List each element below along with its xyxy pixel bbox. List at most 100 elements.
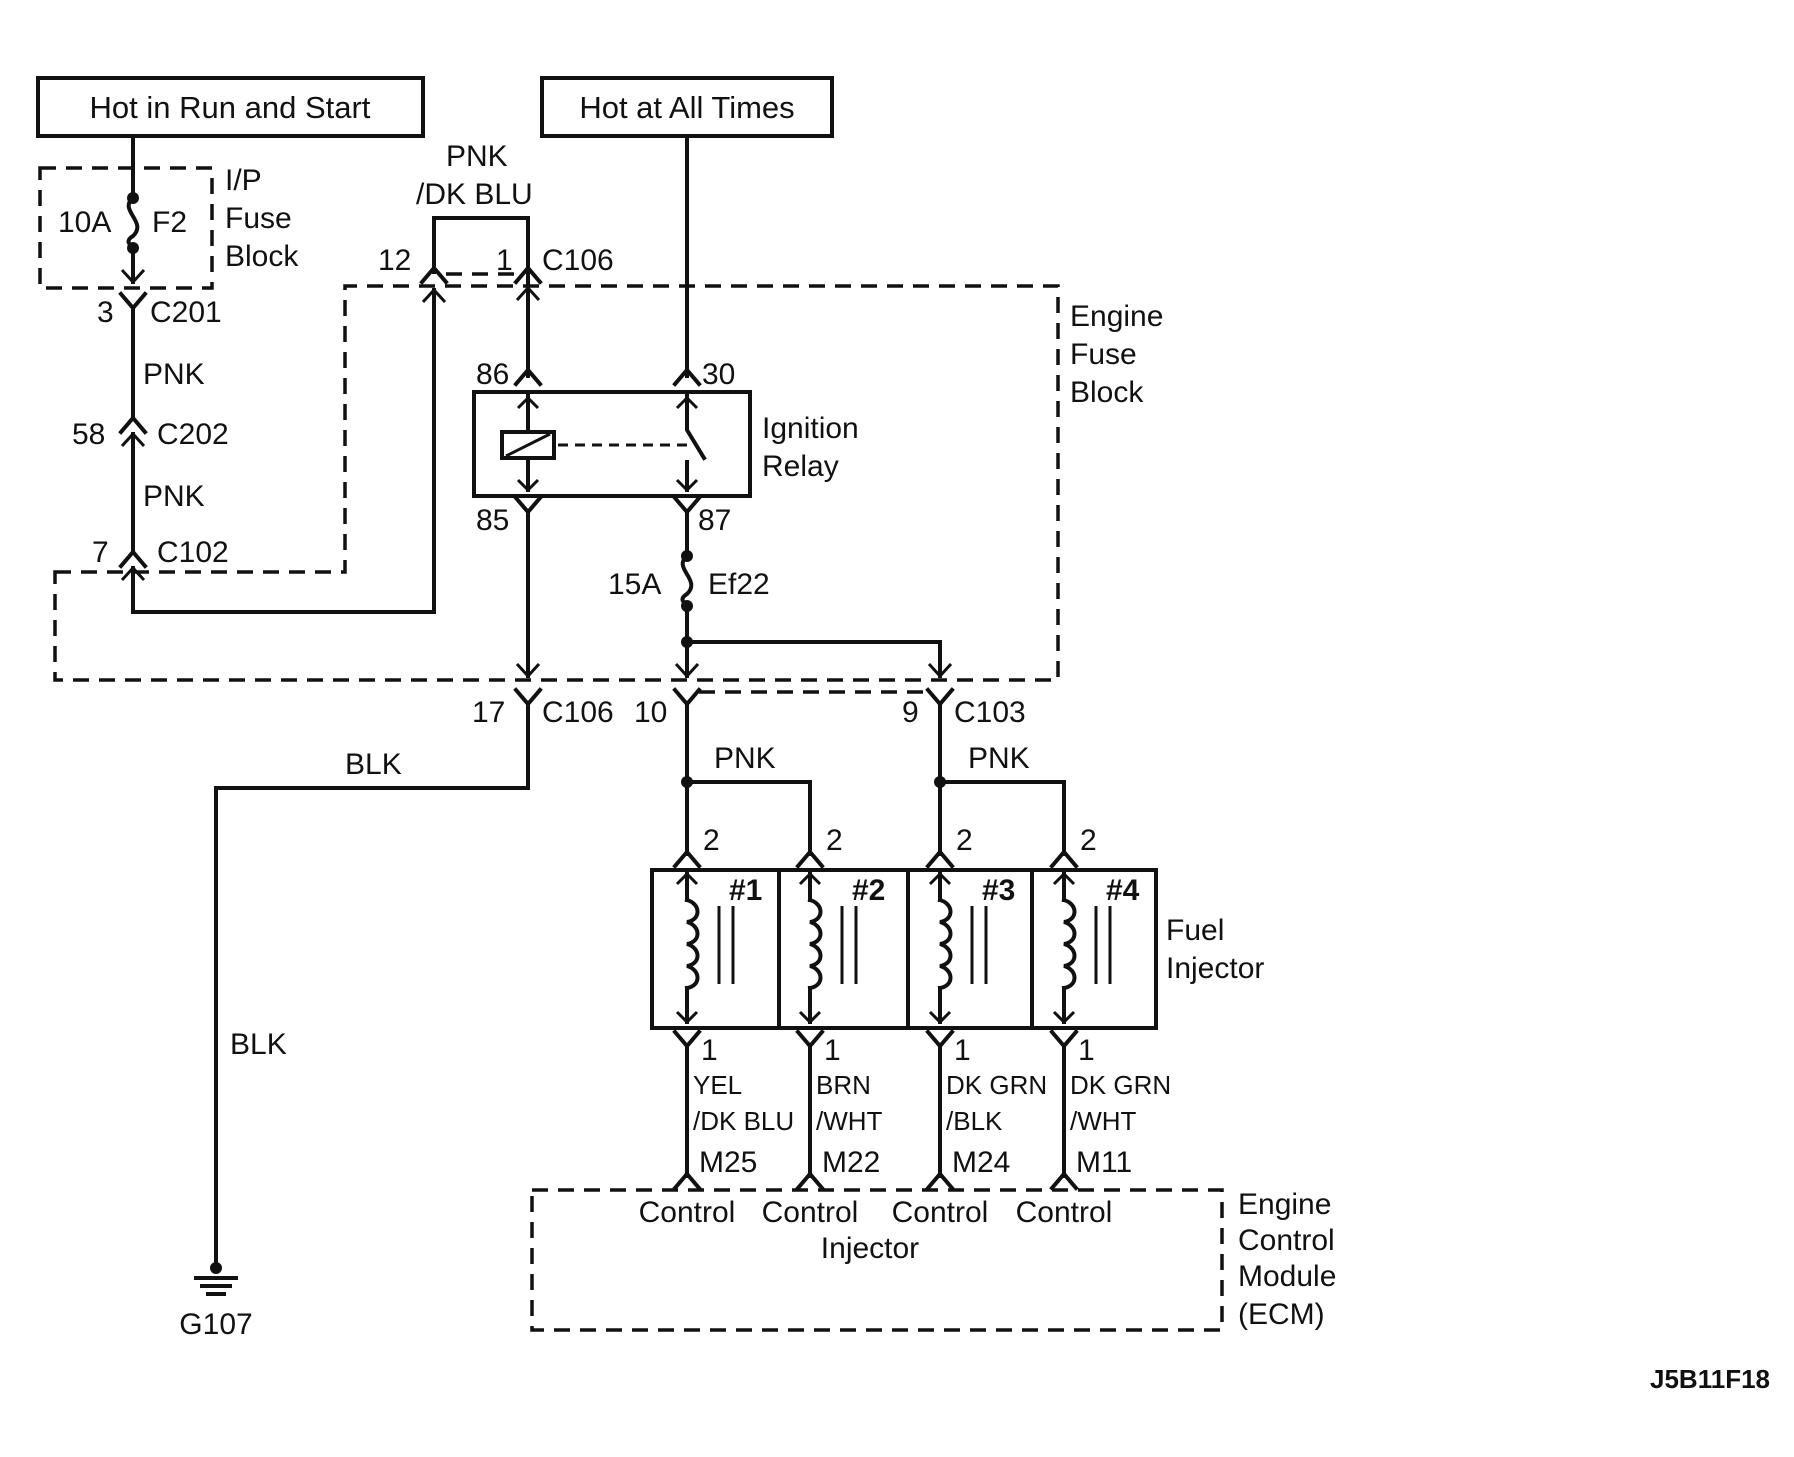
hot-all-times-source: Hot at All Times bbox=[540, 76, 834, 138]
engine-fuse-block-label-2: Fuse bbox=[1070, 338, 1137, 371]
ecm-pin: M22 bbox=[822, 1146, 880, 1179]
c102-pin: 7 bbox=[92, 536, 109, 569]
c106-bottom-label: C106 bbox=[542, 696, 614, 729]
engine-fuse-block: Engine Fuse Block bbox=[53, 284, 1163, 682]
c202-pin: 58 bbox=[72, 418, 105, 451]
connector-c102: 7 C102 bbox=[92, 536, 229, 582]
connector-c201: 3 C201 bbox=[97, 291, 222, 329]
connector-c202: 58 C202 bbox=[72, 414, 229, 451]
ecm-label-4: (ECM) bbox=[1238, 1298, 1325, 1331]
c103-pin-a: 10 bbox=[634, 696, 667, 729]
injector-wire-color-1: BRN bbox=[816, 1070, 871, 1100]
wire-pnk-2: PNK bbox=[143, 480, 205, 513]
relay-label-1: Ignition bbox=[762, 412, 859, 445]
connector-c106-bottom: 17 C106 bbox=[472, 687, 614, 729]
ecm-pin: M24 bbox=[952, 1146, 1010, 1179]
ecm-label-1: Engine bbox=[1238, 1188, 1331, 1221]
injector-wire-color-2: /WHT bbox=[1070, 1106, 1137, 1136]
ip-fuse-block-label-1: I/P bbox=[225, 164, 262, 197]
c103-pin-b: 9 bbox=[902, 696, 919, 729]
c202-label: C202 bbox=[157, 418, 229, 451]
c102-label: C102 bbox=[157, 536, 229, 569]
ecm-label-2: Control bbox=[1238, 1224, 1335, 1257]
fuse-ef22-rating: 15A bbox=[608, 568, 661, 601]
c106-top-pin-b: 1 bbox=[496, 244, 513, 277]
injector-name: #4 bbox=[1106, 874, 1140, 907]
injector-top-pin: 2 bbox=[826, 824, 843, 857]
hot-run-start-label: Hot in Run and Start bbox=[90, 90, 371, 125]
fuse-f2-rating: 10A bbox=[58, 206, 111, 239]
hot-all-times-label: Hot at All Times bbox=[579, 90, 794, 125]
wire-pnk-3: PNK bbox=[714, 742, 776, 775]
wire-pnk-dkblu-2: /DK BLU bbox=[416, 178, 533, 211]
relay-label-2: Relay bbox=[762, 450, 839, 483]
c103-label: C103 bbox=[954, 696, 1026, 729]
ip-fuse-block-label-2: Fuse bbox=[225, 202, 292, 235]
injector-coil-icon bbox=[684, 897, 700, 991]
injector-name: #2 bbox=[852, 874, 885, 907]
injector-bottom-pin: 1 bbox=[701, 1034, 718, 1067]
ecm-control-label: Control bbox=[892, 1196, 989, 1229]
injector-top-pin: 2 bbox=[1080, 824, 1097, 857]
wire-pnk-4: PNK bbox=[968, 742, 1030, 775]
relay-pin-85: 85 bbox=[476, 504, 509, 537]
ecm-control-label: Control bbox=[762, 1196, 859, 1229]
wire-blk-1: BLK bbox=[345, 748, 402, 781]
c201-pin: 3 bbox=[97, 296, 114, 329]
ip-fuse-block-label-3: Block bbox=[225, 240, 299, 273]
injector-wire-color-1: DK GRN bbox=[946, 1070, 1047, 1100]
ip-fuse-block: I/P Fuse Block 10A F2 bbox=[38, 164, 299, 290]
injector-top-pin: 2 bbox=[703, 824, 720, 857]
c106-top-pin-a: 12 bbox=[378, 244, 411, 277]
c106-top-label: C106 bbox=[542, 244, 614, 277]
connector-c103: 10 9 C103 bbox=[634, 687, 1026, 729]
wire-pnk-1: PNK bbox=[143, 358, 205, 391]
ecm-pin: M11 bbox=[1076, 1146, 1132, 1179]
injector-coil-icon bbox=[937, 897, 953, 991]
wire-blk-2: BLK bbox=[230, 1028, 287, 1061]
ecm-label-3: Module bbox=[1238, 1260, 1336, 1293]
fuse-ef22-name: Ef22 bbox=[708, 568, 770, 601]
injector-coil-icon bbox=[1061, 897, 1077, 991]
injector-wire-color-1: YEL bbox=[693, 1070, 742, 1100]
wire-pnk-dkblu-1: PNK bbox=[446, 140, 508, 173]
relay-pin-30: 30 bbox=[702, 358, 735, 391]
injector-bottom-pin: 1 bbox=[954, 1034, 971, 1067]
hot-run-start-source: Hot in Run and Start bbox=[36, 76, 425, 138]
injector-wire-color-2: /DK BLU bbox=[693, 1106, 794, 1136]
fuse-f2-name: F2 bbox=[152, 206, 187, 239]
ecm-pin: M25 bbox=[699, 1146, 757, 1179]
engine-control-module: Engine Control Module (ECM) Injector bbox=[530, 1188, 1336, 1332]
engine-fuse-block-label-3: Block bbox=[1070, 376, 1144, 409]
ecm-control-label: Control bbox=[1016, 1196, 1113, 1229]
ecm-injector-label: Injector bbox=[821, 1232, 919, 1265]
injector-bottom-pin: 1 bbox=[824, 1034, 841, 1067]
relay-pin-87: 87 bbox=[698, 504, 731, 537]
ground-g107: G107 bbox=[179, 1308, 252, 1341]
injector-label-2: Injector bbox=[1166, 952, 1264, 985]
figure-id: J5B11F18 bbox=[1650, 1364, 1770, 1394]
ground-icon bbox=[194, 1262, 238, 1296]
c106-bottom-pin: 17 bbox=[472, 696, 505, 729]
injector-top-pin: 2 bbox=[956, 824, 973, 857]
injector-wire-color-2: /WHT bbox=[816, 1106, 883, 1136]
relay-pin-86: 86 bbox=[476, 358, 509, 391]
engine-fuse-block-label-1: Engine bbox=[1070, 300, 1163, 333]
injector-name: #1 bbox=[729, 874, 762, 907]
injector-wire-color-1: DK GRN bbox=[1070, 1070, 1171, 1100]
injector-coil-icon bbox=[807, 897, 823, 991]
ecm-control-label: Control bbox=[639, 1196, 736, 1229]
c201-label: C201 bbox=[150, 296, 222, 329]
ignition-relay: 86 30 85 87 Ignition Relay bbox=[472, 358, 859, 537]
injector-label-1: Fuel bbox=[1166, 914, 1224, 947]
injector-bottom-pin: 1 bbox=[1078, 1034, 1095, 1067]
injector-name: #3 bbox=[982, 874, 1015, 907]
injector-wire-color-2: /BLK bbox=[946, 1106, 1003, 1136]
connector-c106-top: 12 1 C106 PNK /DK BLU bbox=[378, 140, 614, 285]
